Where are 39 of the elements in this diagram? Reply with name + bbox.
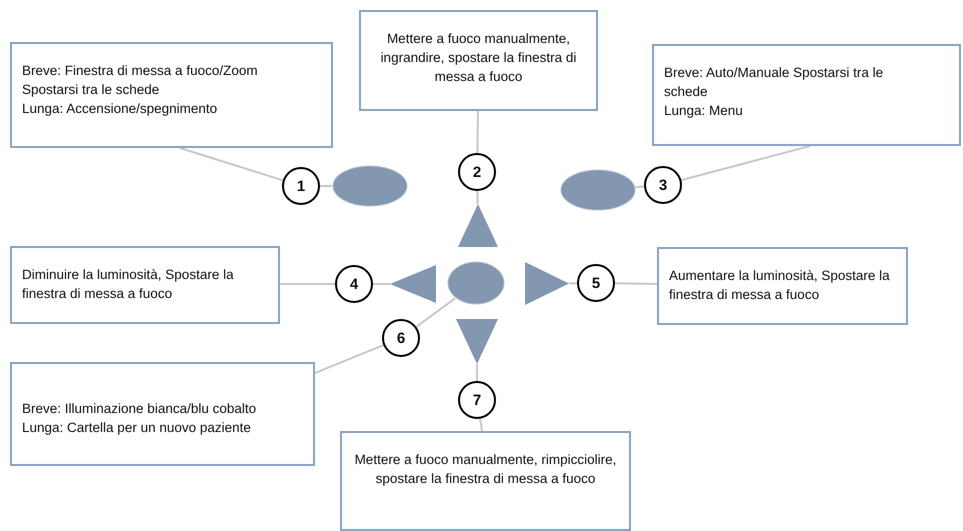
callout-box: [10, 42, 333, 148]
callout-box: [10, 362, 315, 466]
callout-text: Diminuire la luminosità, Spostare la finestra di messa a fuoco: [22, 266, 235, 303]
callout-text: Breve: Auto/Manuale Spostarsi tra le schede: [664, 64, 884, 101]
callout-box: [359, 10, 598, 111]
callout-text: Breve: Illuminazione bianca/blu cobalto: [22, 400, 258, 418]
leader-line: [636, 185, 644, 188]
callout-number: 7: [458, 381, 496, 419]
leader-line: [416, 297, 456, 328]
leader-line: [280, 283, 335, 285]
leader-line: [476, 364, 478, 381]
callout-text: Lunga: Cartella per un nuovo paziente: [22, 418, 252, 437]
leader-line: [476, 110, 479, 154]
callout-number: 3: [644, 166, 682, 204]
leader-line: [373, 283, 390, 285]
callout-text: Aumentare la luminosità, Spostare la finestra di messa a fuoco: [669, 267, 891, 304]
callout-number: 2: [458, 153, 496, 191]
callout-box: [340, 431, 631, 531]
callout-box: [10, 246, 280, 324]
leader-line: [614, 282, 658, 285]
leader-line: [681, 145, 810, 182]
callout-text: Breve: Finestra di messa a fuoco/Zoom: [22, 62, 259, 80]
callout-number: 4: [335, 265, 373, 303]
callout-text: Lunga: Accensione/spegnimento: [22, 100, 218, 118]
callout-text: Lunga: Menu: [664, 102, 744, 120]
leader-line: [476, 190, 479, 204]
leader-line: [479, 418, 483, 432]
callout-text: Spostarsi tra le schede: [22, 80, 160, 99]
callout-number: 5: [577, 264, 615, 302]
callout-text: Mettere a fuoco manualmente, rimpicciolire, spostare la finestra di messa a fuoco: [354, 451, 618, 488]
callout-text: Mettere a fuoco manualmente, ingrandire, spostare la finestra di messa a fuoco: [380, 30, 578, 86]
leader-line: [314, 344, 384, 374]
callout-number: 6: [382, 319, 420, 357]
callout-number: 1: [282, 167, 320, 205]
leader-line: [568, 282, 578, 284]
leader-line: [180, 147, 284, 182]
leader-line: [320, 185, 332, 187]
callout-box: [657, 247, 908, 325]
callout-box: [652, 44, 961, 146]
